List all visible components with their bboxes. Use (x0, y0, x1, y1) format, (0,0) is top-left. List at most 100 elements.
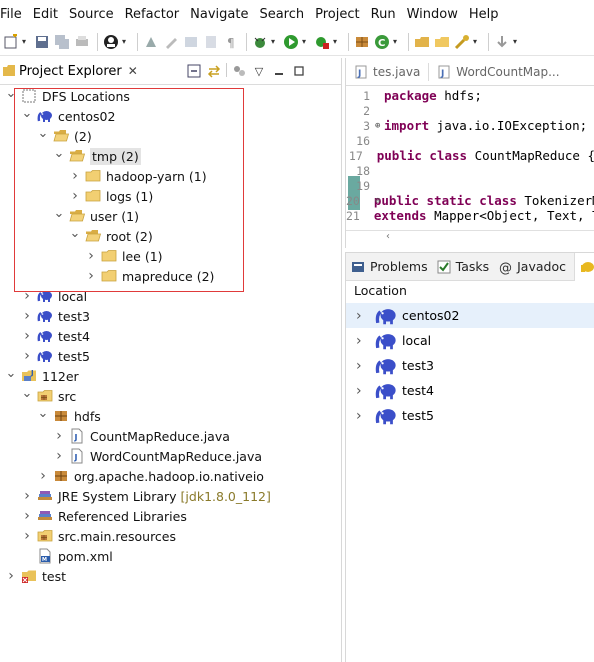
tree-item[interactable]: ⌄(2) (0, 126, 342, 146)
pen-icon[interactable] (162, 33, 179, 50)
editor-tab-tes-java[interactable]: J tes.java (354, 65, 420, 79)
chevron-right-icon[interactable]: › (72, 188, 78, 204)
link-with-editor-icon[interactable] (206, 63, 222, 79)
chevron-right-icon[interactable]: › (88, 268, 94, 284)
save-all-icon[interactable] (53, 33, 70, 50)
chevron-right-icon[interactable]: › (24, 348, 30, 364)
chevron-down-icon[interactable]: ▾ (393, 37, 398, 46)
menu-search[interactable]: Search (259, 6, 305, 22)
search-tool-icon[interactable] (453, 33, 470, 50)
tab-tasks[interactable]: Tasks (436, 259, 489, 275)
horizontal-scrollbar[interactable]: ‹ (346, 230, 594, 244)
tree-item[interactable]: ›logs (1) (0, 186, 342, 206)
minimize-icon[interactable] (271, 63, 287, 79)
tab-map-reduce-locations[interactable] (573, 252, 594, 281)
chevron-down-icon[interactable]: ▾ (122, 37, 127, 46)
open-type-icon[interactable] (413, 33, 430, 50)
chevron-right-icon[interactable]: › (356, 382, 362, 399)
chevron-right-icon[interactable]: › (56, 448, 62, 464)
chevron-right-icon[interactable]: › (356, 332, 362, 349)
menu-file[interactable]: File (0, 6, 22, 22)
location-column-header[interactable]: Location (354, 283, 407, 298)
chevron-right-icon[interactable]: › (72, 168, 78, 184)
filter-icon[interactable] (231, 63, 247, 79)
tree-item[interactable]: ›JRE System Library[jdk1.8.0_112] (0, 486, 342, 506)
paragraph-icon[interactable]: ¶ (222, 33, 239, 50)
close-icon[interactable]: ✕ (127, 64, 138, 78)
tree-item[interactable]: ›src.main.resources (0, 526, 342, 546)
chevron-down-icon[interactable]: ⌄ (37, 125, 49, 141)
tree-item[interactable]: ⌄centos02 (0, 106, 342, 126)
menu-help[interactable]: Help (468, 6, 499, 22)
chevron-down-icon[interactable]: ⌄ (21, 385, 33, 401)
chevron-down-icon[interactable]: ⌄ (5, 365, 17, 381)
chevron-down-icon[interactable]: ⌄ (21, 105, 33, 121)
project-explorer-title[interactable]: Project Explorer (19, 63, 122, 79)
chevron-down-icon[interactable]: ⌄ (69, 225, 81, 241)
chevron-down-icon[interactable]: ▾ (473, 37, 478, 46)
open-folder-icon[interactable] (433, 33, 450, 50)
tree-item[interactable]: ⌄src (0, 386, 342, 406)
chevron-right-icon[interactable]: › (24, 488, 30, 504)
chevron-right-icon[interactable]: › (56, 428, 62, 444)
tree-item[interactable]: ›test3 (0, 306, 342, 326)
collapse-all-icon[interactable] (186, 63, 202, 79)
chevron-right-icon[interactable]: › (356, 357, 362, 374)
new-icon[interactable] (2, 33, 19, 50)
next-annotation-icon[interactable] (493, 33, 510, 50)
location-item[interactable]: ›local (346, 328, 594, 353)
tree-item[interactable]: ›Referenced Libraries (0, 506, 342, 526)
print-icon[interactable] (73, 33, 90, 50)
chevron-right-icon[interactable]: › (356, 407, 362, 424)
menu-source[interactable]: Source (68, 6, 114, 22)
maximize-icon[interactable] (291, 63, 307, 79)
tree-item[interactable]: ›mapreduce (2) (0, 266, 342, 286)
user-icon[interactable] (102, 33, 119, 50)
tree-item[interactable]: ›test (0, 566, 342, 586)
collapse-fold-icon[interactable]: ⊖ (375, 195, 381, 206)
external-tools-icon[interactable] (313, 33, 330, 50)
chevron-right-icon[interactable]: › (24, 528, 30, 544)
chevron-down-icon[interactable]: ⌄ (5, 85, 17, 101)
tab-problems[interactable]: Problems (350, 259, 428, 275)
tab-javadoc[interactable]: @ Javadoc (497, 259, 566, 275)
chevron-right-icon[interactable]: › (88, 248, 94, 264)
tree-item[interactable]: ›lee (1) (0, 246, 342, 266)
tree-item[interactable]: ⌄hdfs (0, 406, 342, 426)
chevron-right-icon[interactable]: › (40, 468, 46, 484)
chevron-down-icon[interactable]: ▾ (22, 37, 27, 46)
tree-item[interactable]: ›test4 (0, 326, 342, 346)
refresh-icon[interactable] (182, 33, 199, 50)
tree-item[interactable]: ⌄DFS Locations (0, 86, 342, 106)
debug-icon[interactable] (251, 33, 268, 50)
tree-item[interactable]: ⌄root (2) (0, 226, 342, 246)
chevron-down-icon[interactable]: ▾ (271, 37, 276, 46)
location-item[interactable]: ›test3 (346, 353, 594, 378)
scroll-left-icon[interactable]: ‹ (386, 231, 390, 242)
tree-item[interactable]: ⌄user (1) (0, 206, 342, 226)
menu-refactor[interactable]: Refactor (124, 6, 180, 22)
tree-item[interactable]: ›org.apache.hadoop.io.nativeio (0, 466, 342, 486)
tree-item[interactable]: ›hadoop-yarn (1) (0, 166, 342, 186)
mapreduce-icon[interactable] (142, 33, 159, 50)
chevron-down-icon[interactable]: ▾ (333, 37, 338, 46)
tree-item[interactable]: ⌄tmp (2) (0, 146, 342, 166)
menu-edit[interactable]: Edit (32, 6, 58, 22)
chevron-right-icon[interactable]: › (24, 328, 30, 344)
chevron-right-icon[interactable]: › (356, 307, 362, 324)
chevron-down-icon[interactable]: ▾ (302, 37, 307, 46)
run-icon[interactable] (282, 33, 299, 50)
expand-fold-icon[interactable]: ⊕ (375, 120, 381, 131)
view-menu-icon[interactable]: ▽ (254, 64, 264, 78)
menu-window[interactable]: Window (406, 6, 458, 22)
chevron-right-icon[interactable]: › (24, 508, 30, 524)
tree-item[interactable]: ›local (0, 286, 342, 306)
menu-project[interactable]: Project (315, 6, 360, 22)
chevron-down-icon[interactable]: ▾ (513, 37, 518, 46)
location-item[interactable]: ›test4 (346, 378, 594, 403)
chevron-right-icon[interactable]: › (24, 308, 30, 324)
